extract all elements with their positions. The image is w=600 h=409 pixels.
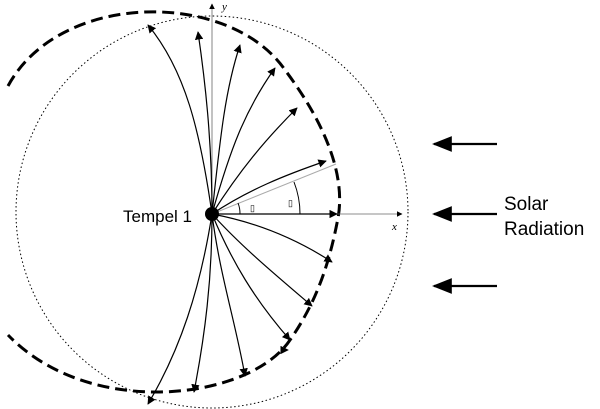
- trajectory-6: [211, 159, 327, 215]
- angle-arc-large: [293, 181, 301, 215]
- comet-name-label: Tempel 1: [123, 207, 192, 226]
- radiation-label-line2: Radiation: [504, 219, 584, 240]
- trajectory-12: [191, 213, 213, 393]
- angle-label-large: ▯: [288, 198, 293, 208]
- trajectory-8: [211, 213, 333, 263]
- trajectories: [147, 24, 338, 405]
- trajectory-4: [211, 67, 276, 215]
- comet-nucleus: [205, 207, 219, 221]
- envelope-curve: [6, 10, 342, 394]
- trajectory-3: [211, 44, 242, 215]
- trajectory-14: [280, 345, 289, 355]
- y-axis-label: y: [221, 1, 227, 13]
- x-axis-label: x: [391, 221, 397, 233]
- trajectory-2: [194, 31, 213, 215]
- trajectory-13: [147, 213, 213, 405]
- radiation-label-line1: Solar: [504, 194, 549, 215]
- trajectory-10: [211, 213, 291, 341]
- reference-circle: [15, 15, 409, 409]
- trajectory-11: [211, 213, 248, 377]
- trajectory-5: [211, 107, 298, 215]
- trajectory-9: [211, 213, 313, 307]
- trajectory-1: [147, 24, 213, 215]
- angle-arc-small: [237, 202, 241, 215]
- radiation-arrows: [432, 136, 497, 294]
- angle-label-small: ▯: [250, 203, 255, 213]
- reference-line: [211, 163, 337, 215]
